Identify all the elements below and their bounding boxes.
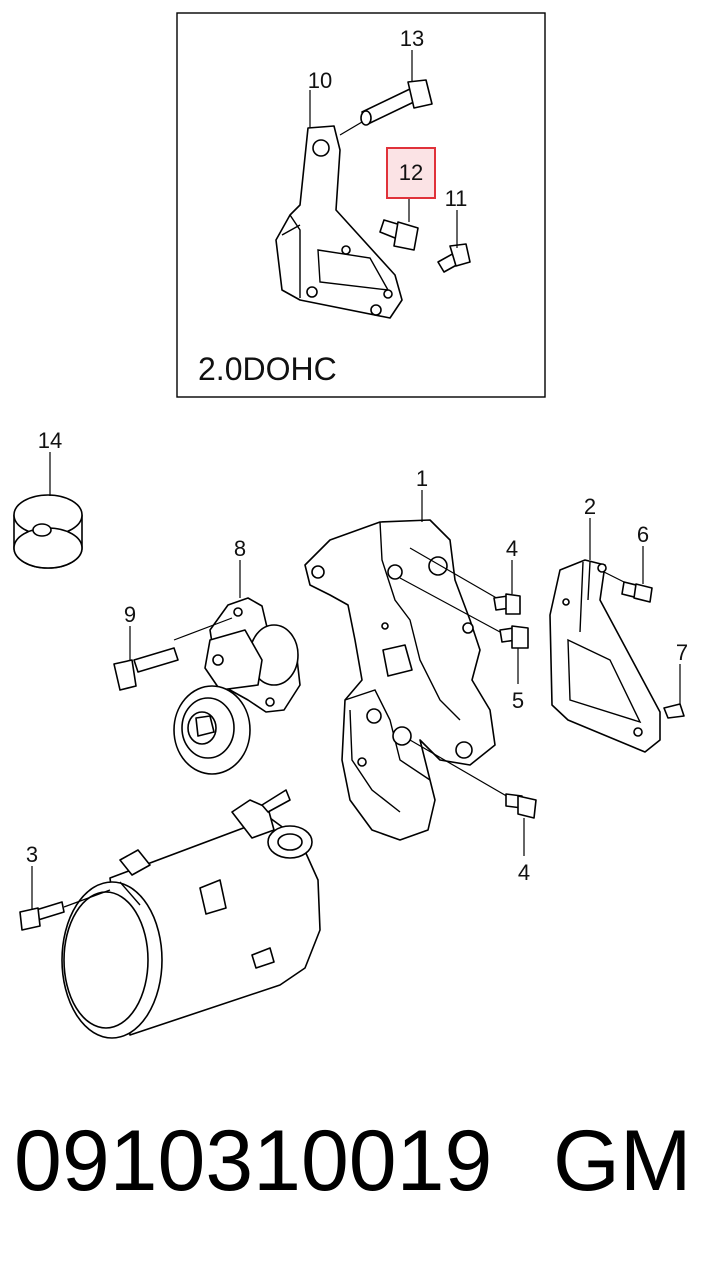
bolt-9: 9 — [113, 602, 179, 691]
part-code: 0910310019 — [14, 1113, 492, 1209]
inset-border — [176, 12, 546, 398]
bolt-4-lower: 4 — [505, 793, 537, 885]
callout-7: 7 — [676, 640, 688, 665]
bracket-2: 2 — [549, 494, 661, 753]
leader-10-bolt — [339, 121, 363, 136]
callout-11: 11 — [445, 186, 468, 211]
callout-8: 8 — [234, 536, 246, 561]
bolt-6: 6 — [621, 522, 653, 603]
bolt-12 — [379, 219, 419, 251]
bolt-13 — [360, 79, 433, 126]
callout-6: 6 — [637, 522, 649, 547]
bolt-5: 5 — [499, 625, 529, 713]
callout-10: 10 — [308, 68, 332, 93]
brand-label: GM — [553, 1113, 692, 1209]
callout-1: 1 — [416, 466, 428, 491]
bolt-3: 3 — [19, 842, 111, 931]
callout-4-upper: 4 — [506, 536, 518, 561]
callout-13: 13 — [400, 26, 424, 51]
callout-5: 5 — [512, 688, 524, 713]
callout-4-lower: 4 — [518, 860, 530, 885]
bracket-10 — [275, 125, 403, 319]
highlight-box-12[interactable] — [386, 147, 436, 199]
callout-14: 14 — [38, 428, 62, 453]
bolt-4-upper: 4 — [493, 536, 521, 615]
variant-label: 2.0DOHC — [198, 351, 337, 387]
compressor — [61, 789, 321, 1039]
tensioner-8: 8 — [173, 536, 301, 775]
bolt-11 — [437, 243, 471, 273]
bushing-14: 14 — [13, 428, 83, 569]
callout-12[interactable]: 12 — [399, 160, 423, 185]
bolt-7: 7 — [663, 640, 688, 719]
main-bracket-1: 1 — [304, 466, 511, 841]
callout-9: 9 — [124, 602, 136, 627]
inset-panel: 13 10 12 11 2.0DOHC — [176, 12, 546, 398]
callout-2: 2 — [584, 494, 596, 519]
callout-3: 3 — [26, 842, 38, 867]
